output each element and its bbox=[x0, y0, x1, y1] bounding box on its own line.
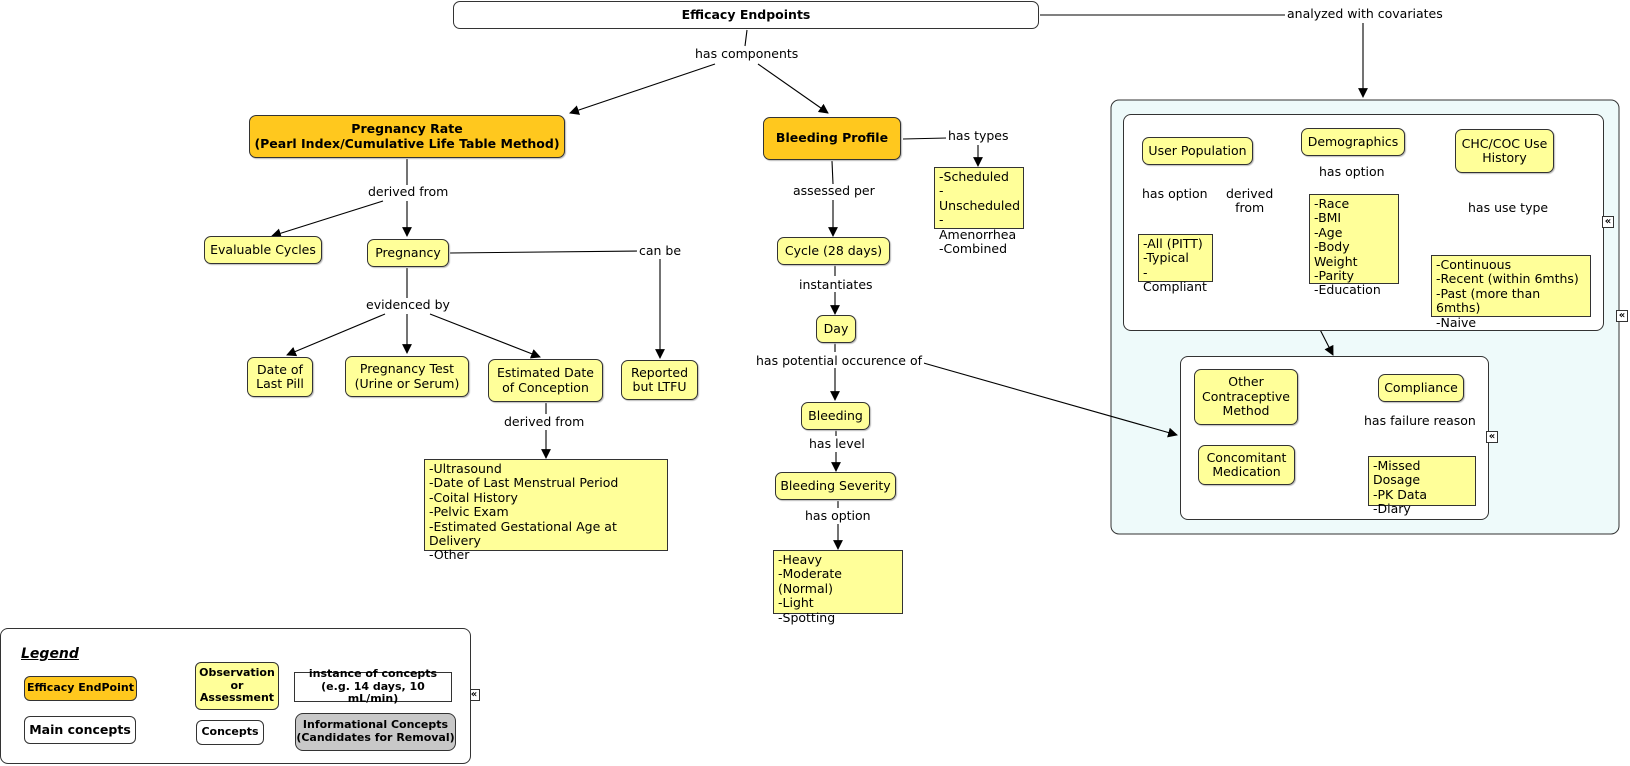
day-node[interactable]: Day bbox=[816, 315, 856, 343]
bleeding-types-list[interactable]: -Scheduled -Unscheduled -Amenorrhea -Com… bbox=[934, 167, 1024, 256]
link-label-has-types: has types bbox=[946, 128, 1011, 144]
link-label-has-use-type: has use type bbox=[1466, 200, 1551, 216]
reported-ltfu-node[interactable]: Reported but LTFU bbox=[621, 360, 698, 400]
pregnancy-test-node[interactable]: Pregnancy Test (Urine or Serum) bbox=[345, 356, 469, 397]
evaluable-cycles-node[interactable]: Evaluable Cycles bbox=[204, 236, 322, 264]
legend-main-concepts: Main concepts bbox=[24, 716, 136, 744]
link-label-has-option: has option bbox=[1140, 186, 1210, 202]
efficacy-endpoints-node[interactable]: Efficacy Endpoints bbox=[453, 1, 1039, 29]
link-label-has-option: has option bbox=[803, 508, 873, 524]
bleeding-profile-node[interactable]: Bleeding Profile bbox=[763, 117, 901, 160]
link-label-derived-from: derived from bbox=[502, 414, 587, 430]
expand-icon[interactable]: « bbox=[1486, 431, 1498, 443]
link-label-derived-from: derived from bbox=[366, 184, 451, 200]
link-label-has-failure-reason: has failure reason bbox=[1362, 413, 1478, 429]
expand-icon[interactable]: « bbox=[1602, 216, 1614, 228]
date-last-pill-node[interactable]: Date of Last Pill bbox=[247, 357, 313, 397]
conception-sources-list[interactable]: -Ultrasound -Date of Last Menstrual Peri… bbox=[424, 459, 668, 562]
population-options-list[interactable]: -All (PITT) -Typical -Compliant bbox=[1138, 234, 1213, 294]
bleeding-severity-node[interactable]: Bleeding Severity bbox=[775, 472, 896, 500]
link-label-can-be: can be bbox=[637, 243, 684, 259]
demographics-options-list[interactable]: -Race -BMI -Age -Body Weight -Parity -Ed… bbox=[1309, 194, 1399, 297]
legend-informational: Informational Concepts (Candidates for R… bbox=[295, 713, 456, 751]
user-population-node[interactable]: User Population bbox=[1142, 137, 1253, 165]
legend-concepts: Concepts bbox=[196, 720, 264, 745]
pregnancy-rate-node[interactable]: Pregnancy Rate (Pearl Index/Cumulative L… bbox=[249, 115, 565, 158]
legend-efficacy-endpoint: Efficacy EndPoint bbox=[24, 676, 137, 701]
bleeding-node[interactable]: Bleeding bbox=[801, 402, 870, 430]
chc-history-node[interactable]: CHC/COC Use History bbox=[1455, 129, 1554, 173]
severity-options-list[interactable]: -Heavy -Moderate (Normal) -Light -Spotti… bbox=[773, 550, 903, 624]
compliance-node[interactable]: Compliance bbox=[1378, 374, 1464, 402]
link-label-has-option: has option bbox=[1317, 164, 1387, 180]
demographics-node[interactable]: Demographics bbox=[1301, 128, 1405, 156]
link-label-has-level: has level bbox=[807, 436, 867, 452]
legend-observation: Observation or Assessment bbox=[195, 662, 279, 710]
link-label-has-potential-occurence: has potential occurence of bbox=[754, 353, 925, 369]
estimated-conception-node[interactable]: Estimated Date of Conception bbox=[488, 359, 603, 402]
other-contraceptive-node[interactable]: Other Contraceptive Method bbox=[1194, 369, 1298, 425]
failure-reasons-list[interactable]: -Missed Dosage -PK Data -Diary bbox=[1368, 456, 1476, 516]
pregnancy-node[interactable]: Pregnancy bbox=[367, 239, 449, 267]
expand-icon[interactable]: « bbox=[1616, 310, 1628, 322]
link-label-evidenced-by: evidenced by bbox=[364, 297, 452, 313]
link-label-analyzed-with-covariates: analyzed with covariates bbox=[1285, 6, 1445, 22]
link-label-has-components: has components bbox=[693, 46, 801, 62]
cycle-node[interactable]: Cycle (28 days) bbox=[777, 237, 890, 265]
concomitant-medication-node[interactable]: Concomitant Medication bbox=[1198, 445, 1295, 485]
use-types-list[interactable]: -Continuous -Recent (within 6mths) -Past… bbox=[1431, 255, 1591, 329]
legend-title: Legend bbox=[21, 646, 79, 662]
link-label-assessed-per: assessed per bbox=[791, 183, 877, 199]
link-label-instantiates: instantiates bbox=[797, 277, 875, 293]
link-label-derived-from: derived from bbox=[1224, 186, 1276, 216]
legend-instance: instance of concepts (e.g. 14 days, 10 m… bbox=[294, 667, 452, 705]
